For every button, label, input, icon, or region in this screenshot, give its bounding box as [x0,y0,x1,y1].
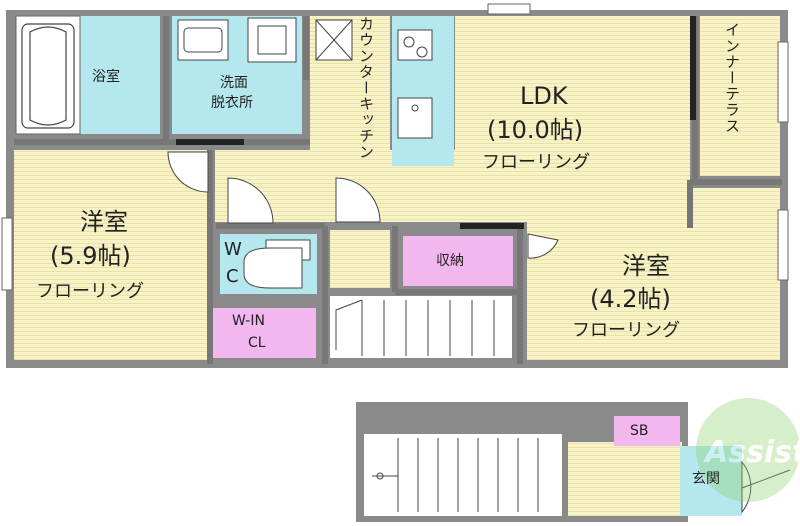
kitchen-fixtures [397,29,433,139]
inner-terrace-floor [700,16,780,176]
western-room-right-top [700,188,780,228]
western-left-size-label: (5.9帖) [50,242,131,270]
western-room-left-lower [14,300,209,360]
bath-inner [15,15,81,135]
storage-closet [403,236,513,286]
entrance-label: 玄関 [692,471,720,487]
walkin-label-1: W-IN [232,313,265,329]
western-left-label: 洋室 [80,208,128,236]
stair-area [330,296,512,358]
wc-label-w: W [224,239,242,260]
western-right-floor-label: フローリング [572,320,680,341]
entrance-door-swing [741,460,752,514]
wash-basin [177,17,297,63]
ldk-label: LDK [520,82,568,110]
washroom-label-1: 洗面 [220,75,248,91]
western-left-floor-label: フローリング [36,281,144,302]
stairs-lower [372,438,539,512]
walkin-label-2: CL [248,335,266,351]
western-right-label: 洋室 [622,252,670,280]
dark-wall-segments [176,16,696,229]
stairs-upper [335,299,495,356]
inner-terrace-label: インナーテラス [723,22,741,134]
hall-floor [330,230,390,288]
wc-label-c: C [226,266,239,287]
shoebox-label: SB [630,423,649,439]
counter-kitchen-label: カウンターキッチン [357,16,375,160]
watermark-logo: Assist [696,398,800,502]
door-swings [167,151,559,259]
entrance-area [680,446,742,516]
washroom-label-2: 脱衣所 [211,95,253,111]
range-hood [315,19,353,61]
toilet [243,239,311,289]
ldk-size-label: (10.0帖) [487,116,584,144]
walkin-closet [209,308,316,358]
storage-label: 収納 [436,253,464,269]
western-right-size-label: (4.2帖) [590,285,671,313]
lower-stairs-area [364,434,562,516]
shoebox-area [614,416,680,446]
windows [1,3,789,291]
ldk-floor-label: フローリング [482,152,590,173]
lower-hall-floor [568,442,682,516]
entrance-door-leaf [741,469,791,489]
bath-label: 浴室 [92,69,120,85]
bathtub [21,23,75,129]
svg-text:Assist: Assist [703,435,800,470]
